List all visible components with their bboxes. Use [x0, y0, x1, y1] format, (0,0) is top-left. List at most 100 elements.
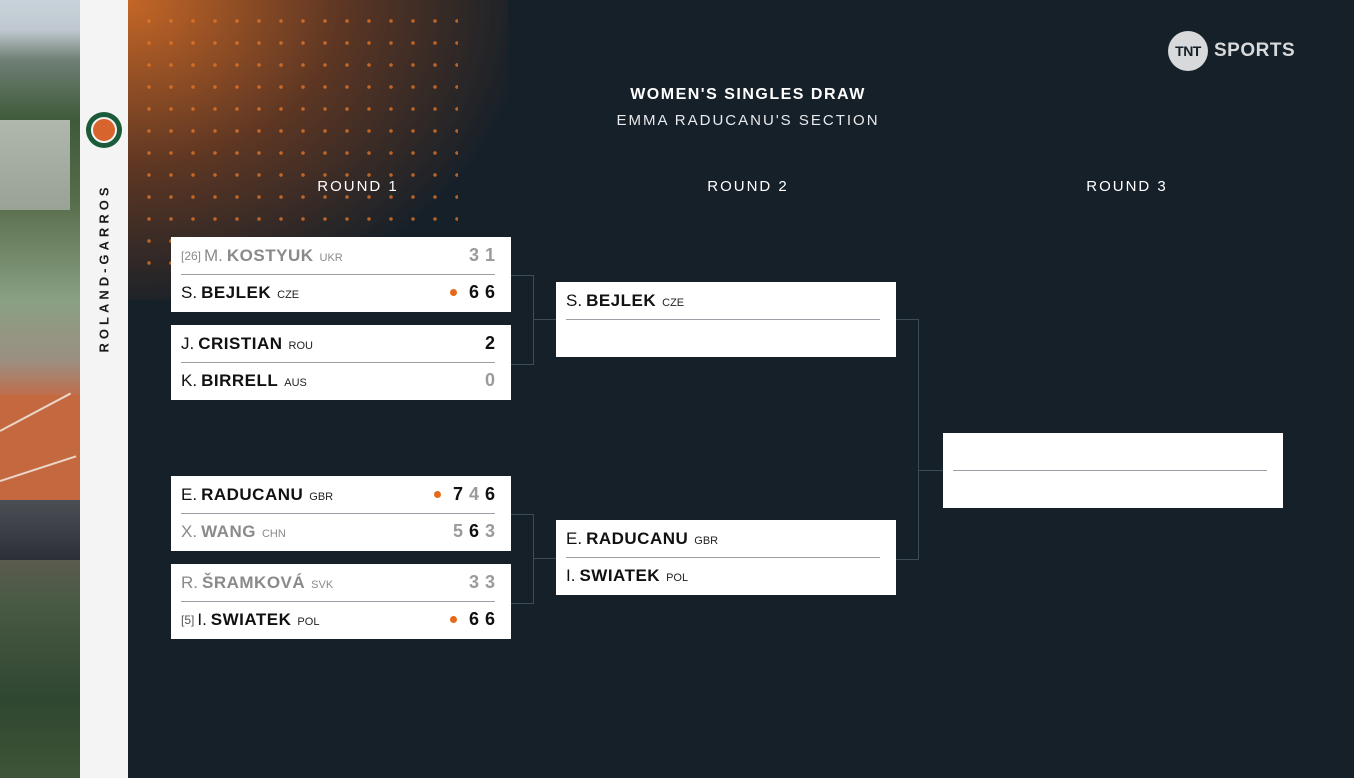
- connector: [533, 319, 556, 320]
- score: 3 1: [463, 245, 495, 266]
- player-row: E. RADUCANU GBR: [566, 520, 880, 557]
- page-title: WOMEN'S SINGLES DRAW: [630, 86, 866, 103]
- sidebar-label: ROLAND-GARROS: [96, 183, 112, 353]
- score: 6 6: [449, 609, 495, 630]
- player-row: [5] I. SWIATEK POL 6 6: [181, 601, 495, 638]
- set-score: 4: [468, 484, 479, 504]
- match-r1-2: J. CRISTIAN ROU 2 K. BIRRELL AUS 0: [171, 325, 511, 400]
- player-name: BEJLEK: [586, 290, 657, 310]
- tnt-sports-logo: TNT SPORTS: [1168, 31, 1295, 71]
- connector: [896, 319, 919, 560]
- set-score: 3: [484, 572, 495, 592]
- player-name: KOSTYUK: [226, 245, 314, 265]
- score: 2: [479, 333, 495, 354]
- set-score: 6: [468, 609, 479, 629]
- seed: [5]: [181, 612, 195, 627]
- match-r3-1: [943, 433, 1283, 508]
- player-initial: R.: [181, 572, 198, 592]
- country-code: CHN: [261, 528, 286, 540]
- player-row: K. BIRRELL AUS 0: [181, 362, 495, 399]
- set-score: 6: [484, 609, 495, 629]
- set-score: 2: [484, 333, 495, 353]
- broadcaster-name: SPORTS: [1214, 40, 1296, 61]
- player-name: BEJLEK: [201, 282, 272, 302]
- country-code: UKR: [319, 252, 343, 264]
- player-initial: I.: [566, 565, 576, 585]
- connector: [918, 470, 943, 471]
- set-score: 1: [484, 245, 495, 265]
- player-initial: E.: [566, 528, 583, 548]
- player-initial: E.: [181, 484, 198, 504]
- match-r1-4: R. ŠRAMKOVÁ SVK 3 3 [5] I. SWIATEK POL 6…: [171, 564, 511, 639]
- player-name: ŠRAMKOVÁ: [202, 572, 306, 592]
- player-initial: S.: [566, 290, 583, 310]
- score: 0: [479, 370, 495, 391]
- set-score: 7: [452, 484, 463, 504]
- round-2-header: ROUND 2: [707, 178, 789, 195]
- player-initial: S.: [181, 282, 198, 302]
- match-r1-1: [26] M. KOSTYUK UKR 3 1 S. BEJLEK CZE 6 …: [171, 237, 511, 312]
- player-row-empty: [953, 433, 1267, 470]
- player-row-empty: [566, 319, 880, 356]
- serve-dot-icon: [449, 289, 457, 296]
- country-code: CZE: [277, 289, 300, 301]
- player-initial: K.: [181, 370, 198, 390]
- country-code: GBR: [694, 535, 719, 547]
- country-code: POL: [297, 616, 320, 628]
- match-r2-1: S. BEJLEK CZE: [556, 282, 896, 357]
- set-score: 3: [468, 245, 479, 265]
- stadium-photo: [0, 0, 80, 778]
- player-row: E. RADUCANU GBR 7 4 6: [181, 476, 495, 513]
- player-row-empty: [953, 470, 1267, 507]
- player-name: SWIATEK: [579, 565, 661, 585]
- player-row: S. BEJLEK CZE: [566, 282, 880, 319]
- player-name: CRISTIAN: [198, 333, 283, 353]
- connector: [511, 275, 534, 365]
- player-name: SWIATEK: [210, 609, 292, 629]
- round-3-header: ROUND 3: [1086, 178, 1168, 195]
- player-row: I. SWIATEK POL: [566, 557, 880, 594]
- player-name: RADUCANU: [586, 528, 689, 548]
- set-score: 3: [484, 521, 495, 541]
- player-row: [26] M. KOSTYUK UKR 3 1: [181, 237, 495, 274]
- player-initial: J.: [181, 333, 195, 353]
- set-score: 6: [468, 521, 479, 541]
- score: 5 6 3: [447, 521, 495, 542]
- country-code: AUS: [284, 377, 307, 389]
- country-code: POL: [666, 572, 689, 584]
- player-name: RADUCANU: [201, 484, 304, 504]
- player-row: J. CRISTIAN ROU 2: [181, 325, 495, 362]
- tnt-badge-icon: TNT: [1168, 31, 1208, 71]
- player-row: S. BEJLEK CZE 6 6: [181, 274, 495, 311]
- set-score: 6: [484, 484, 495, 504]
- score: 3 3: [463, 572, 495, 593]
- player-initial: M.: [204, 245, 223, 265]
- set-score: 5: [452, 521, 463, 541]
- serve-dot-icon: [449, 616, 457, 623]
- player-name: BIRRELL: [201, 370, 279, 390]
- connector: [511, 514, 534, 604]
- player-initial: X.: [181, 521, 198, 541]
- set-score: 6: [468, 282, 479, 302]
- country-code: SVK: [311, 579, 334, 591]
- seed: [26]: [181, 248, 202, 263]
- set-score: 6: [484, 282, 495, 302]
- country-code: GBR: [309, 491, 334, 503]
- page-subtitle: EMMA RADUCANU'S SECTION: [616, 112, 880, 129]
- connector: [533, 558, 556, 559]
- player-name: WANG: [201, 521, 256, 541]
- country-code: CZE: [662, 297, 685, 309]
- round-1-header: ROUND 1: [317, 178, 399, 195]
- roland-garros-logo-icon: [86, 112, 122, 148]
- player-row: R. ŠRAMKOVÁ SVK 3 3: [181, 564, 495, 601]
- match-r1-3: E. RADUCANU GBR 7 4 6 X. WANG CHN 5 6 3: [171, 476, 511, 551]
- score: 6 6: [449, 282, 495, 303]
- score: 7 4 6: [433, 484, 495, 505]
- set-score: 3: [468, 572, 479, 592]
- country-code: ROU: [288, 340, 313, 352]
- match-r2-2: E. RADUCANU GBR I. SWIATEK POL: [556, 520, 896, 595]
- set-score: 0: [484, 370, 495, 390]
- player-initial: I.: [197, 609, 207, 629]
- player-row: X. WANG CHN 5 6 3: [181, 513, 495, 550]
